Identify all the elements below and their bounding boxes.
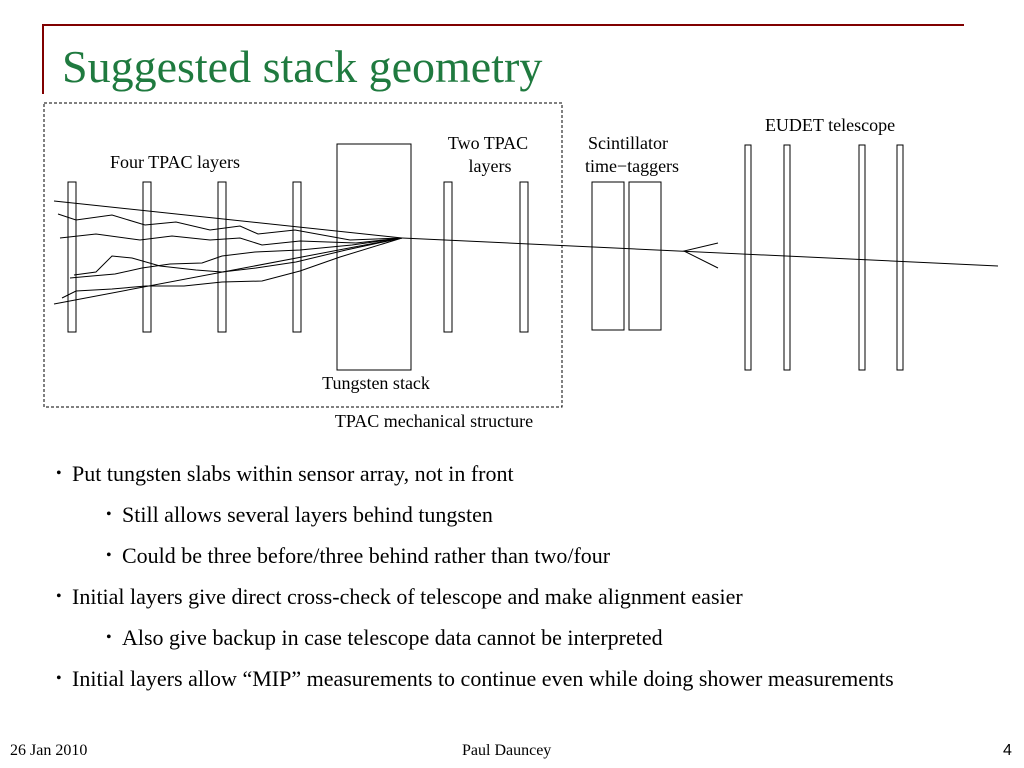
scintillator-time-taggers	[591, 181, 662, 331]
telescope-plane	[783, 144, 791, 371]
stack-geometry-diagram: Four TPAC layers Two TPAC layers Scintil…	[43, 102, 999, 431]
sub-bullet-item: Could be three before/three behind rathe…	[104, 542, 984, 570]
shower-cone-edge	[53, 200, 403, 239]
mechanical-structure-box	[43, 102, 563, 408]
sub-bullet-item: Still allows several layers behind tungs…	[104, 501, 984, 529]
label-four-tpac-layers: Four TPAC layers	[110, 152, 240, 172]
label-eudet-telescope: EUDET telescope	[765, 115, 895, 135]
shower-track	[69, 237, 403, 279]
two-tpac-layers	[443, 181, 529, 333]
page-number: 4	[1003, 742, 1012, 759]
bullet-item: Put tungsten slabs within sensor array, …	[54, 460, 984, 488]
bullet-item: Initial layers give direct cross-check o…	[54, 583, 984, 611]
label-two-tpac-line2: layers	[469, 156, 512, 176]
shower-track	[59, 233, 403, 246]
shower-track	[73, 237, 403, 276]
four-tpac-layers	[67, 181, 302, 333]
footer-author: Paul Dauncey	[462, 742, 552, 759]
beam-line	[401, 237, 999, 267]
label-tungsten-stack: Tungsten stack	[322, 373, 430, 393]
title-frame-left-line	[42, 24, 44, 94]
telescope-plane	[744, 144, 752, 371]
label-scintillator-line2: time−taggers	[585, 156, 679, 176]
beam-direction-arrow	[682, 242, 719, 269]
shower-tracks	[57, 213, 403, 299]
footer-date: 26 Jan 2010	[10, 742, 88, 759]
shower-track	[57, 213, 403, 241]
shower-track	[61, 237, 403, 299]
title-frame-top-line	[42, 24, 964, 26]
label-two-tpac-line1: Two TPAC	[448, 133, 528, 153]
scintillator	[591, 181, 625, 331]
label-mechanical-structure: TPAC mechanical structure	[335, 411, 533, 431]
tpac-layer	[519, 181, 529, 333]
scintillator	[628, 181, 662, 331]
tpac-layer	[142, 181, 152, 333]
telescope-plane	[858, 144, 866, 371]
eudet-telescope-planes	[744, 144, 904, 371]
tpac-layer	[67, 181, 77, 333]
sub-bullet-item: Also give backup in case telescope data …	[104, 624, 984, 652]
telescope-plane	[896, 144, 904, 371]
bullet-list: Put tungsten slabs within sensor array, …	[54, 460, 984, 693]
tpac-layer	[443, 181, 453, 333]
slide-title: Suggested stack geometry	[62, 41, 543, 92]
bullet-item: Initial layers allow “MIP” measurements …	[54, 665, 984, 693]
tungsten-stack	[336, 143, 412, 371]
label-scintillator-line1: Scintillator	[588, 133, 668, 153]
